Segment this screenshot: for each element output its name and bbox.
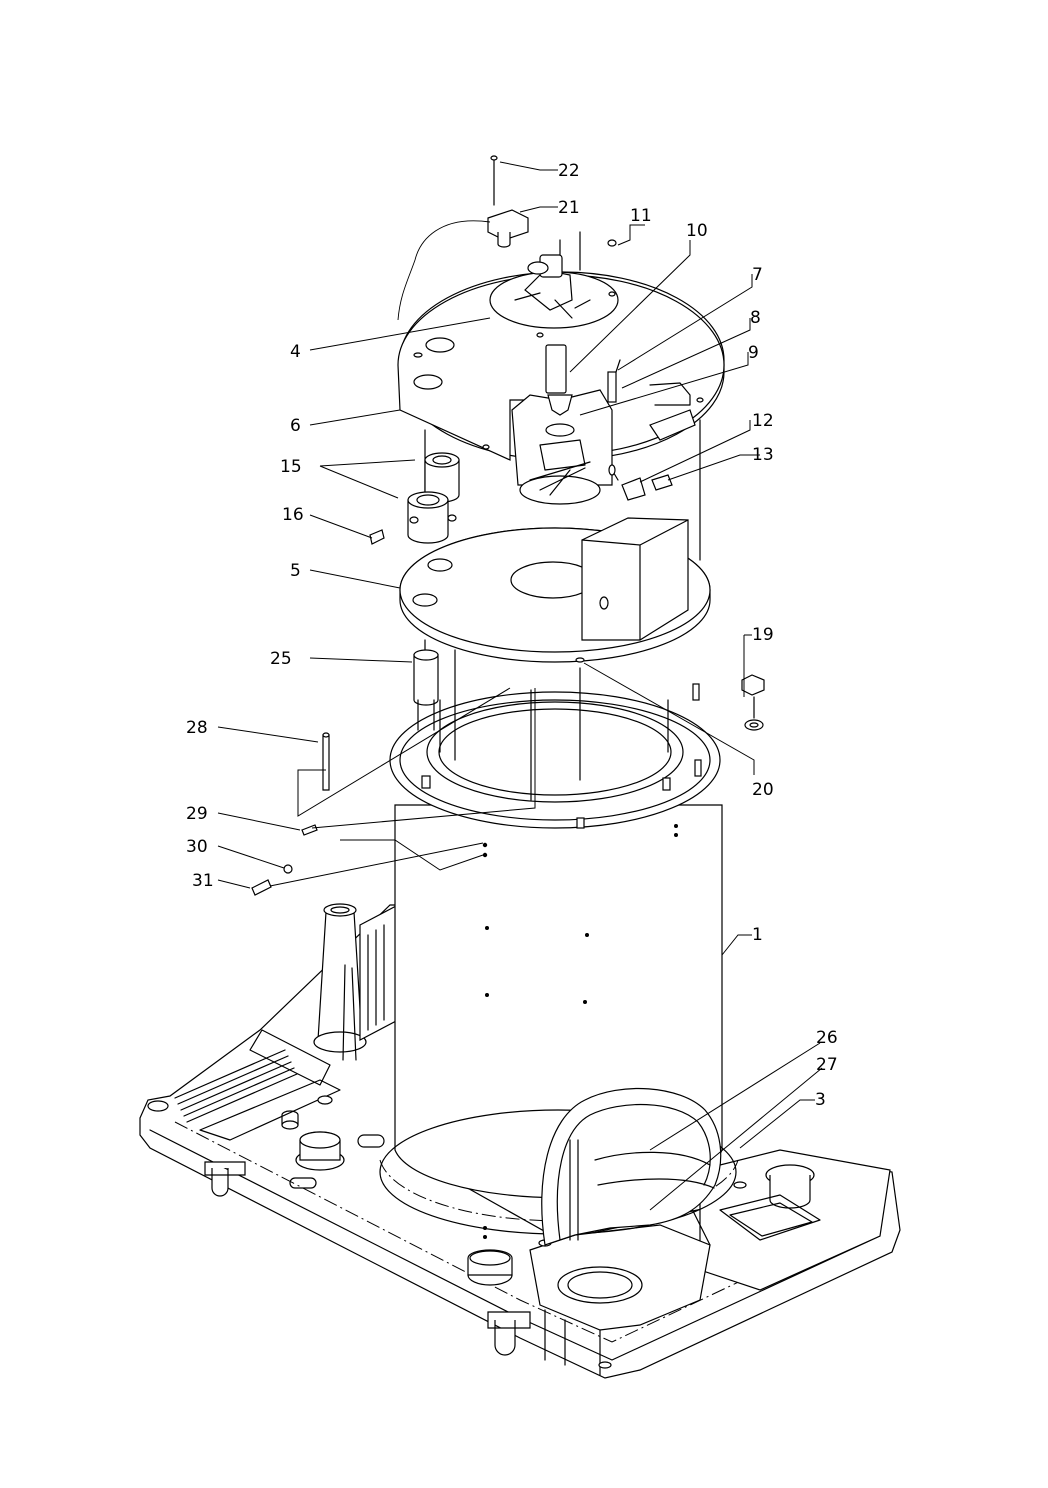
thermostat-control xyxy=(397,155,617,321)
callout-21: 21 xyxy=(558,198,580,218)
leader-lines xyxy=(217,161,823,1211)
callout-5: 5 xyxy=(290,561,301,581)
pin-and-screws xyxy=(251,732,488,896)
callout-10: 10 xyxy=(686,221,708,241)
callout-31: 31 xyxy=(192,871,214,891)
callout-26: 26 xyxy=(816,1028,838,1048)
callout-1: 1 xyxy=(752,925,763,945)
callout-29: 29 xyxy=(186,804,208,824)
callout-4: 4 xyxy=(290,342,301,362)
callout-20: 20 xyxy=(752,780,774,800)
callout-8: 8 xyxy=(750,308,761,328)
callout-22: 22 xyxy=(558,161,580,181)
callout-12: 12 xyxy=(752,411,774,431)
anode-fitting xyxy=(413,649,439,731)
callout-30: 30 xyxy=(186,837,208,857)
callout-13: 13 xyxy=(752,445,774,465)
callout-labels: 22 21 11 10 7 8 4 9 6 12 13 15 16 5 19 2… xyxy=(186,161,838,1110)
callout-11: 11 xyxy=(630,206,652,226)
burner-assembly xyxy=(511,344,621,505)
dip-tube-path xyxy=(297,687,536,871)
callout-6: 6 xyxy=(290,416,301,436)
callout-3: 3 xyxy=(815,1090,826,1110)
baffle-rod xyxy=(530,667,581,801)
callout-19: 19 xyxy=(752,625,774,645)
flue-cone xyxy=(313,903,399,1061)
insulation-blanket xyxy=(541,1087,722,1246)
spacer-collars xyxy=(369,452,460,545)
callout-28: 28 xyxy=(186,718,208,738)
callout-15: 15 xyxy=(280,457,302,477)
callout-9: 9 xyxy=(748,343,759,363)
callout-7: 7 xyxy=(752,265,763,285)
callout-16: 16 xyxy=(282,505,304,525)
vent-slots xyxy=(174,1049,298,1123)
bracket-and-screw xyxy=(608,464,673,501)
nut-and-washer xyxy=(741,674,765,731)
gas-valve-assembly xyxy=(489,231,619,329)
callout-25: 25 xyxy=(270,649,292,669)
heat-trap-path xyxy=(269,842,484,887)
tank-top xyxy=(389,683,721,829)
callout-27: 27 xyxy=(816,1055,838,1075)
